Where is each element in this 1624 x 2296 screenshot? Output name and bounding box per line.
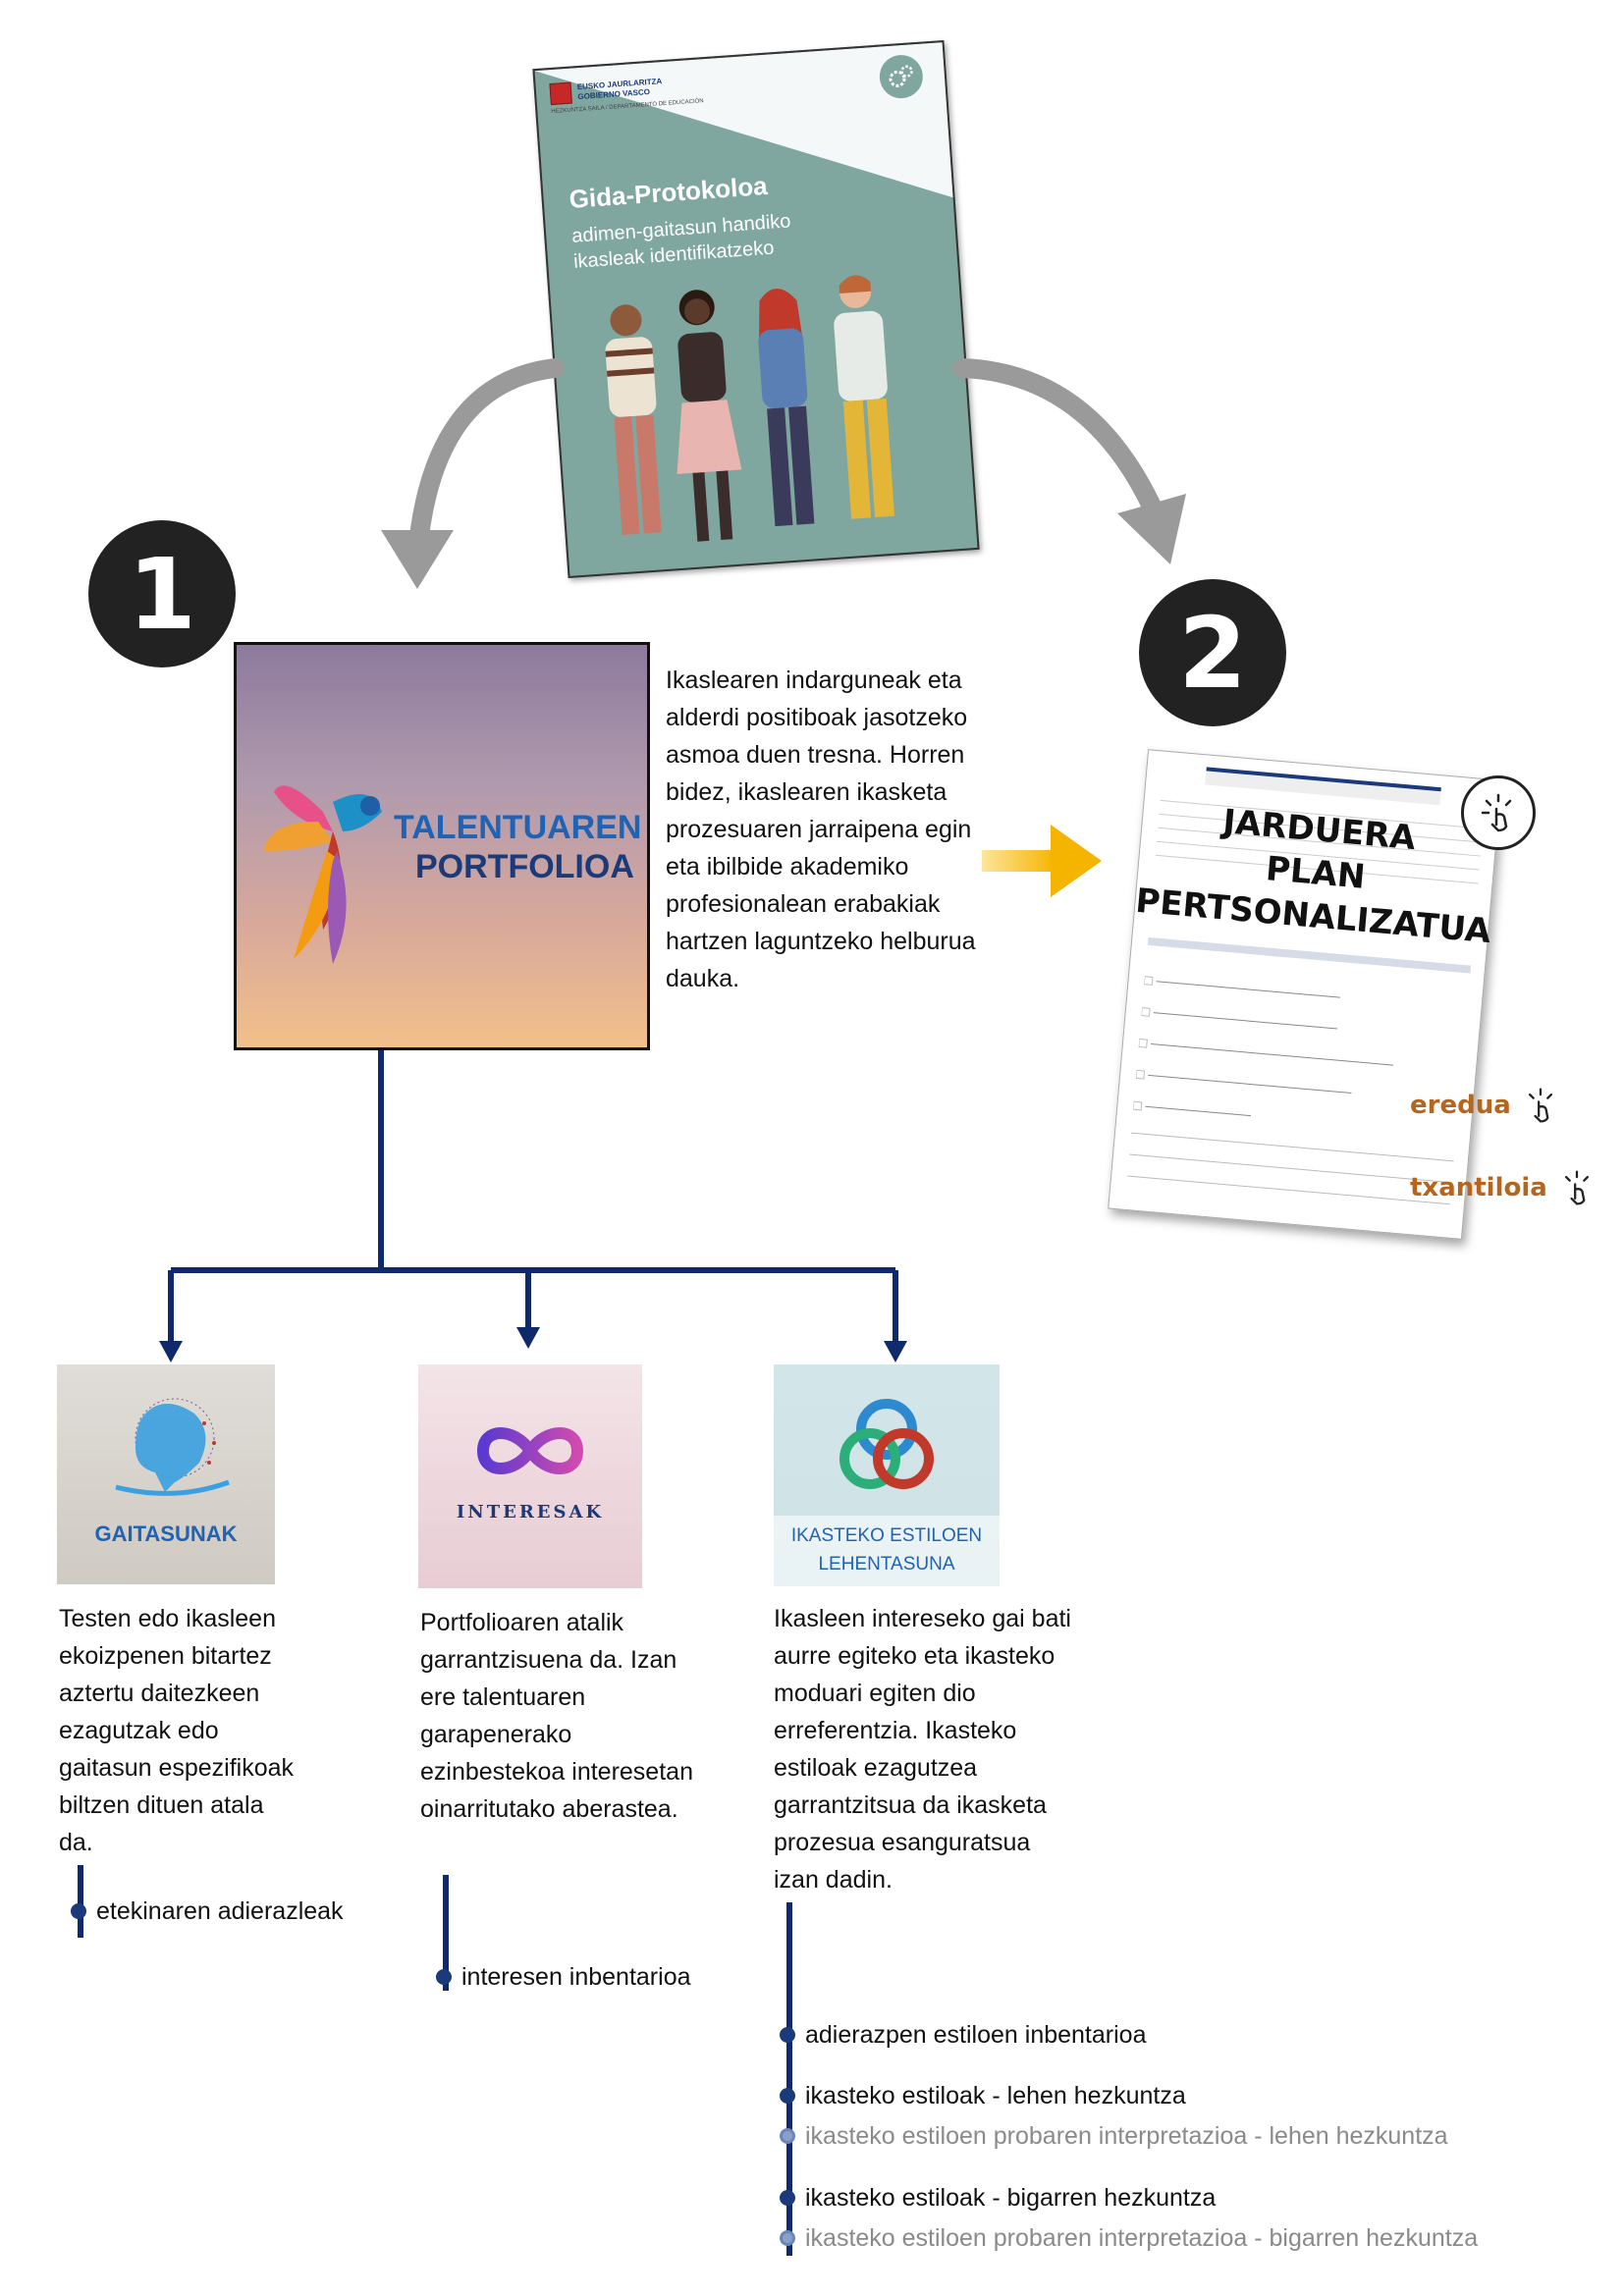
step-1-badge: 1 — [88, 520, 236, 667]
link-dot — [780, 2230, 795, 2246]
skills-description: Testen edo ikasleen ekoizpenen bitartez … — [59, 1605, 295, 1856]
interests-card[interactable]: INTERESAK — [418, 1364, 642, 1588]
learning-styles-link-label[interactable]: adierazpen estiloen inbentarioa — [805, 2021, 1147, 2049]
template-link[interactable]: txantiloia — [1410, 1168, 1597, 1207]
learning-styles-link[interactable]: ikasteko estiloen probaren interpretazio… — [780, 2223, 1478, 2253]
learning-styles-link[interactable]: ikasteko estiloak - bigarren hezkuntza — [780, 2183, 1216, 2213]
learning-styles-label-line-1: IKASTEKO ESTILOEN — [790, 1525, 983, 1546]
yellow-arrow — [982, 825, 1102, 897]
model-link[interactable]: eredua — [1410, 1086, 1560, 1125]
learning-styles-card[interactable]: IKASTEKO ESTILOEN LEHENTASUNA — [774, 1364, 1000, 1586]
skills-card-label: GAITASUNAK — [94, 1522, 238, 1546]
tap-icon[interactable] — [1461, 775, 1536, 850]
interests-link-label[interactable]: interesen inbentarioa — [461, 1963, 691, 1991]
portfolio-title-line-1: TALENTUAREN — [394, 809, 642, 846]
head-network-icon — [115, 1398, 230, 1496]
link-dot — [780, 2190, 795, 2206]
link-dot — [71, 1903, 86, 1919]
portfolio-title-line-2: PORTFOLIOA — [415, 848, 634, 885]
tap-icon — [1528, 1088, 1552, 1123]
learning-styles-link-label[interactable]: ikasteko estiloak - lehen hezkuntza — [805, 2082, 1186, 2109]
interests-link-line — [443, 1875, 449, 1991]
link-dot — [780, 2128, 795, 2144]
learning-styles-link-label[interactable]: ikasteko estiloak - bigarren hezkuntza — [805, 2184, 1217, 2212]
arrow-to-step1 — [381, 358, 565, 589]
template-link-label[interactable]: txantiloia — [1410, 1173, 1547, 1202]
learning-styles-link[interactable]: ikasteko estiloen probaren interpretazio… — [780, 2121, 1448, 2151]
tap-icon — [1564, 1170, 1589, 1205]
model-link-label[interactable]: eredua — [1410, 1091, 1511, 1120]
learning-styles-label-line-2: LEHENTASUNA — [818, 1554, 955, 1575]
skills-link-label[interactable]: etekinaren adierazleak — [96, 1897, 344, 1925]
skills-card[interactable]: GAITASUNAK — [57, 1364, 275, 1584]
arrow-to-step2 — [952, 358, 1186, 564]
personalized-plan-document[interactable]: JARDUERA PLAN PERTSONALIZATUA — [1108, 749, 1502, 1240]
guide-book-cover[interactable]: EUSKO JAURLARITZA GOBIERNO VASCO HEZKUNT… — [532, 39, 980, 579]
gears-icon — [878, 53, 925, 100]
skills-link-line — [78, 1865, 83, 1938]
step-2-badge: 2 — [1139, 579, 1286, 726]
learning-styles-link[interactable]: ikasteko estiloak - lehen hezkuntza — [780, 2081, 1186, 2110]
portfolio-description: Ikaslearen indarguneak eta alderdi posit… — [666, 667, 976, 992]
interests-card-label: INTERESAK — [456, 1502, 605, 1522]
portfolio-card[interactable]: TALENTUAREN PORTFOLIOA — [234, 642, 650, 1050]
link-dot — [780, 2088, 795, 2104]
connector-tree — [159, 1050, 907, 1362]
bird-logo-icon — [264, 785, 382, 964]
card-label-band — [774, 1516, 1000, 1586]
learning-styles-description: Ikasleen intereseko gai bati aurre egite… — [774, 1605, 1071, 1894]
learning-styles-link[interactable]: adierazpen estiloen inbentarioa — [780, 2020, 1146, 2050]
learning-styles-link-label[interactable]: ikasteko estiloen probaren interpretazio… — [805, 2224, 1479, 2252]
infinity-icon — [476, 1427, 584, 1474]
shield-icon — [549, 81, 572, 106]
cover-corner-decoration — [534, 41, 957, 199]
link-dot — [780, 2027, 795, 2043]
interests-link[interactable]: interesen inbentarioa — [436, 1962, 691, 1992]
document-form-lines — [1127, 799, 1484, 1205]
learning-styles-link-line — [786, 1902, 792, 2256]
learning-styles-link-label[interactable]: ikasteko estiloen probaren interpretazio… — [805, 2122, 1448, 2150]
interests-description: Portfolioaren atalik garrantzisuena da. … — [420, 1609, 693, 1823]
skills-link[interactable]: etekinaren adierazleak — [71, 1896, 344, 1926]
link-dot — [436, 1969, 452, 1985]
knot-icon — [839, 1399, 934, 1489]
students-illustration — [605, 275, 895, 542]
